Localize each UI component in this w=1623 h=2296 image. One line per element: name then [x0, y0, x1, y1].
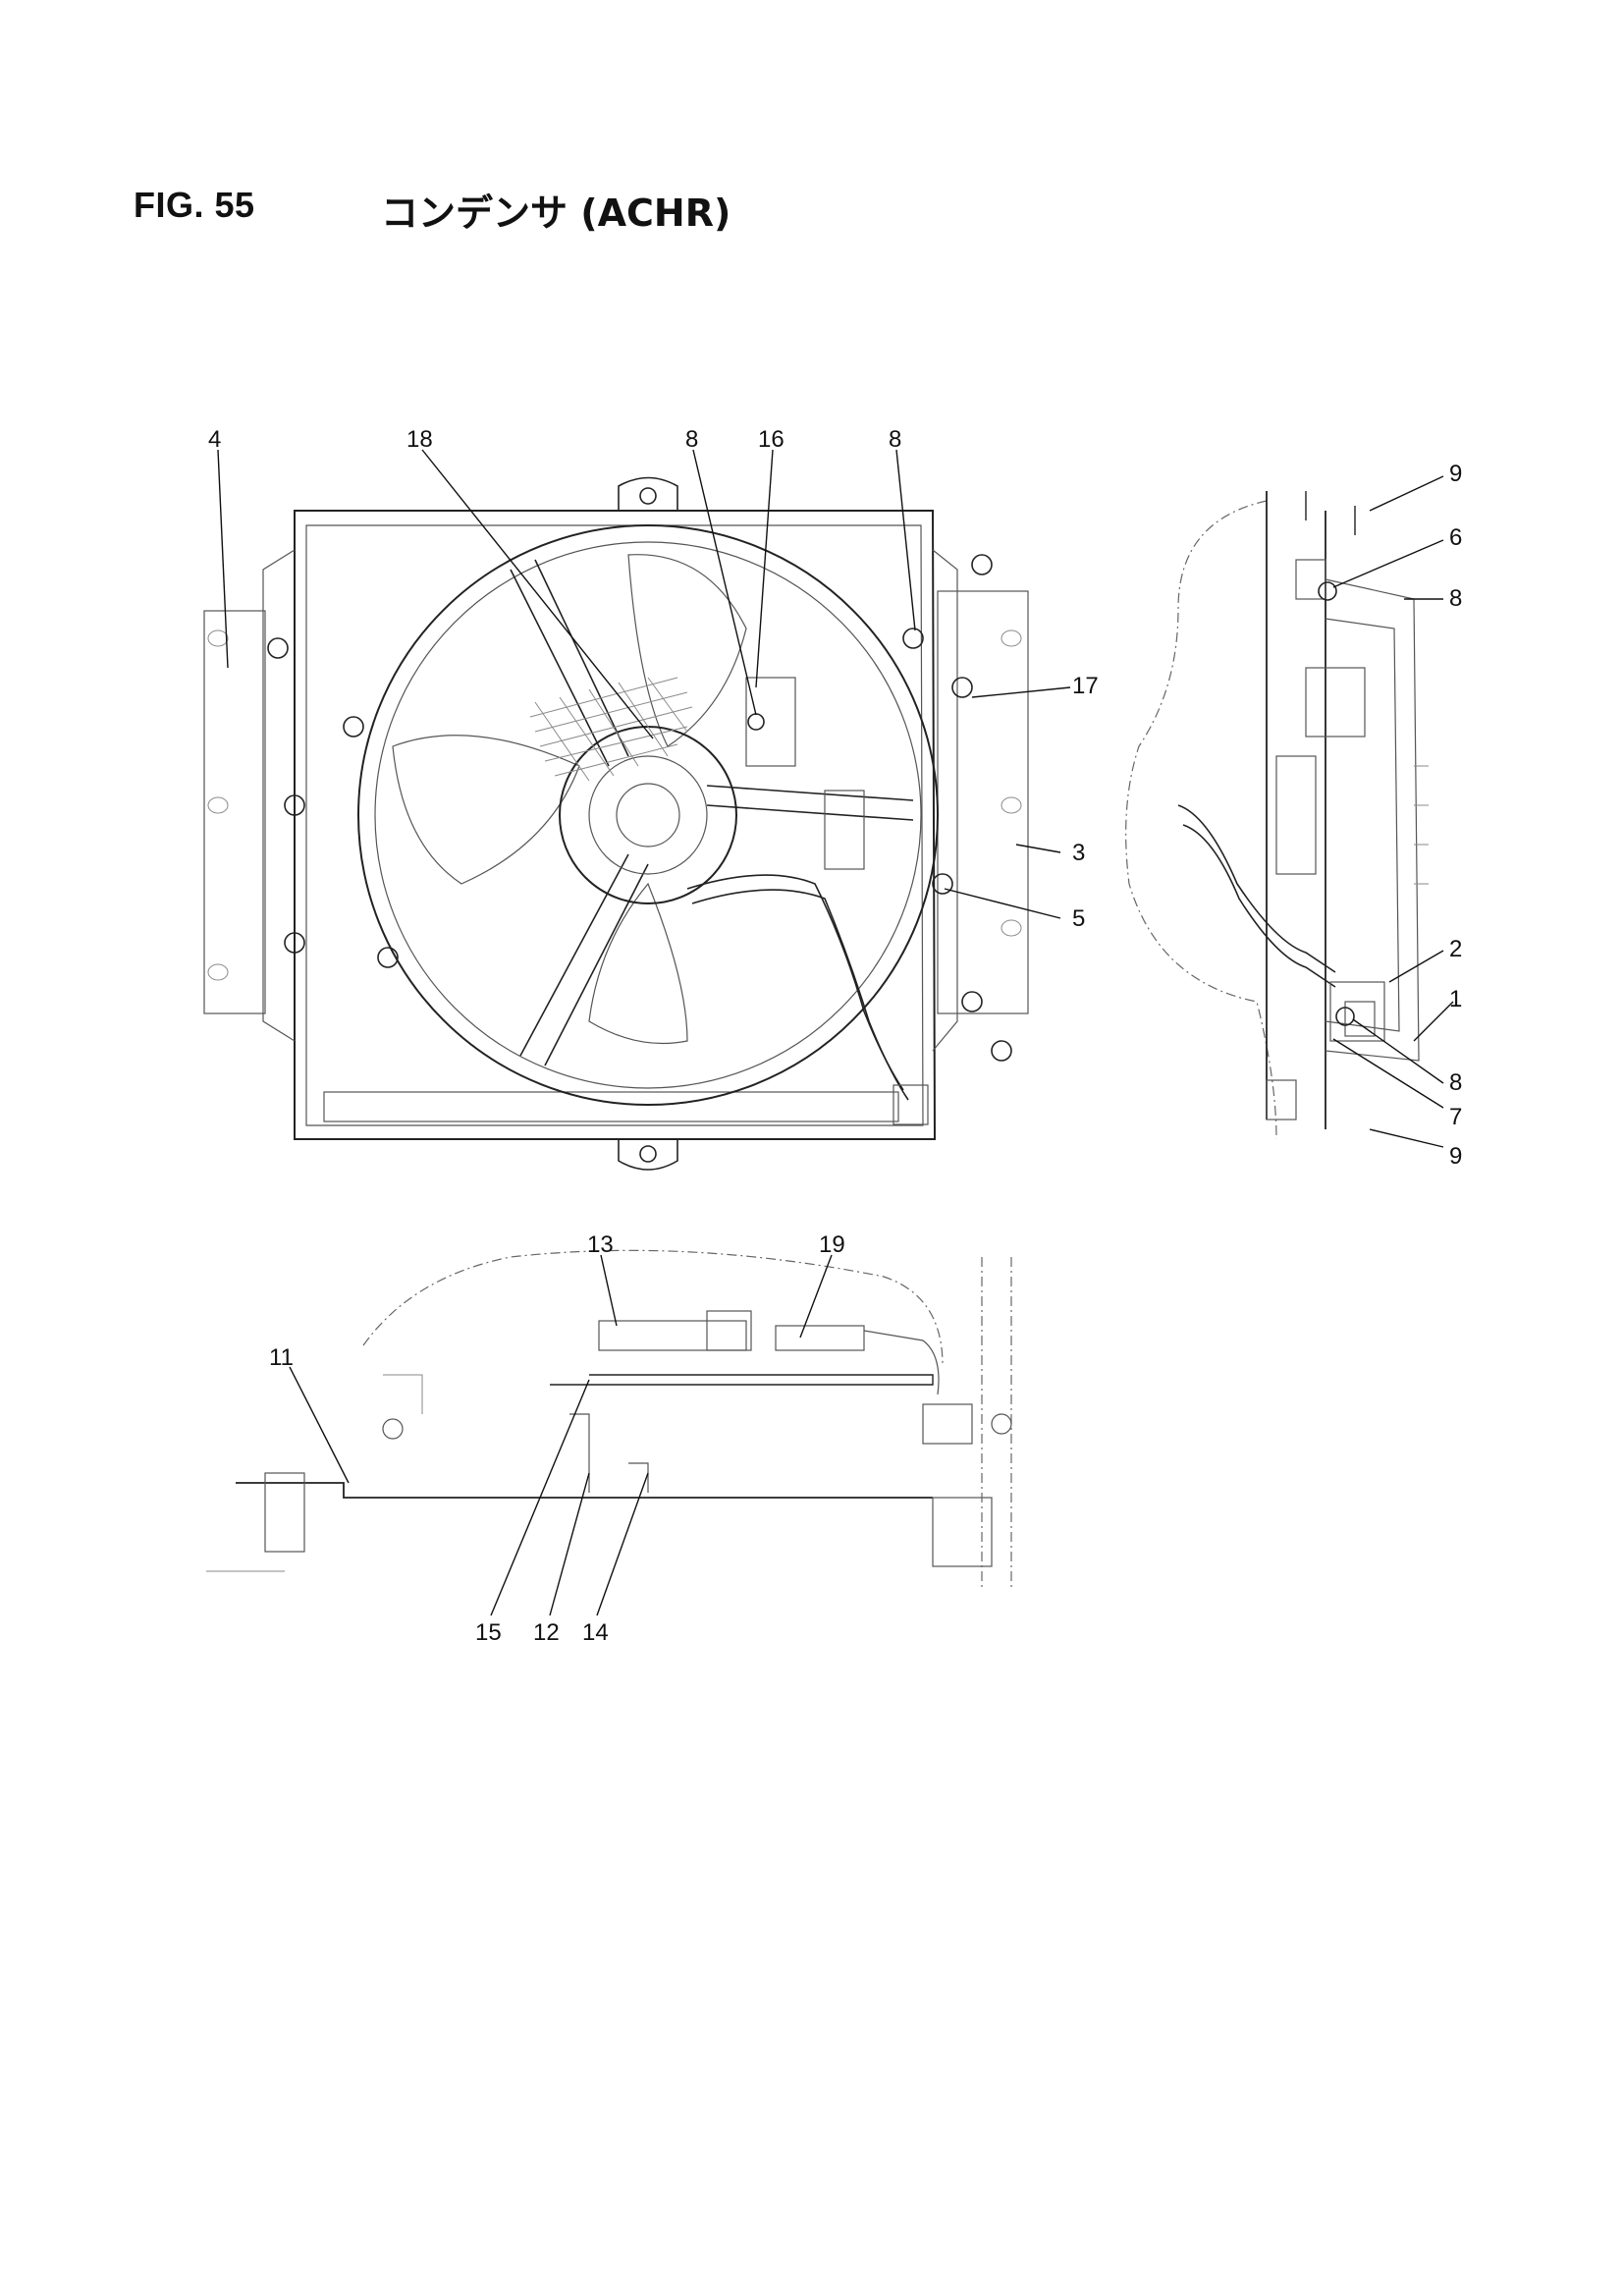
side-view [1125, 491, 1429, 1140]
callout-label: 6 [1449, 524, 1462, 551]
callout-label: 8 [685, 426, 698, 453]
callout-label: 18 [406, 426, 433, 453]
callout-label: 9 [1449, 461, 1462, 487]
callout-labels: 4 18 8 16 8 17 3 5 9 6 8 2 1 8 7 9 13 19… [208, 426, 1462, 1646]
callout-label: 9 [1449, 1143, 1462, 1170]
callout-label: 7 [1449, 1104, 1462, 1130]
callout-label: 5 [1072, 905, 1085, 932]
callout-label: 8 [1449, 585, 1462, 612]
figure-number: FIG. 55 [134, 185, 255, 225]
bottom-view [206, 1249, 1012, 1591]
figure-title: コンデンサ (ACHR) [381, 191, 731, 235]
callout-label: 15 [475, 1619, 502, 1646]
callout-label: 1 [1449, 986, 1462, 1012]
callout-label: 11 [269, 1344, 294, 1371]
callout-label: 13 [587, 1231, 614, 1258]
callout-label: 8 [1449, 1069, 1462, 1096]
callout-label: 2 [1449, 936, 1462, 962]
callout-label: 19 [819, 1231, 845, 1258]
callout-label: 16 [758, 426, 784, 453]
callout-label: 3 [1072, 840, 1085, 866]
callout-label: 17 [1072, 673, 1099, 699]
front-view [203, 476, 1029, 1171]
callout-label: 8 [889, 426, 901, 453]
callout-label: 4 [208, 426, 221, 453]
callout-label: 12 [533, 1619, 560, 1646]
leader-lines [217, 449, 1454, 1616]
callout-label: 14 [582, 1619, 609, 1646]
